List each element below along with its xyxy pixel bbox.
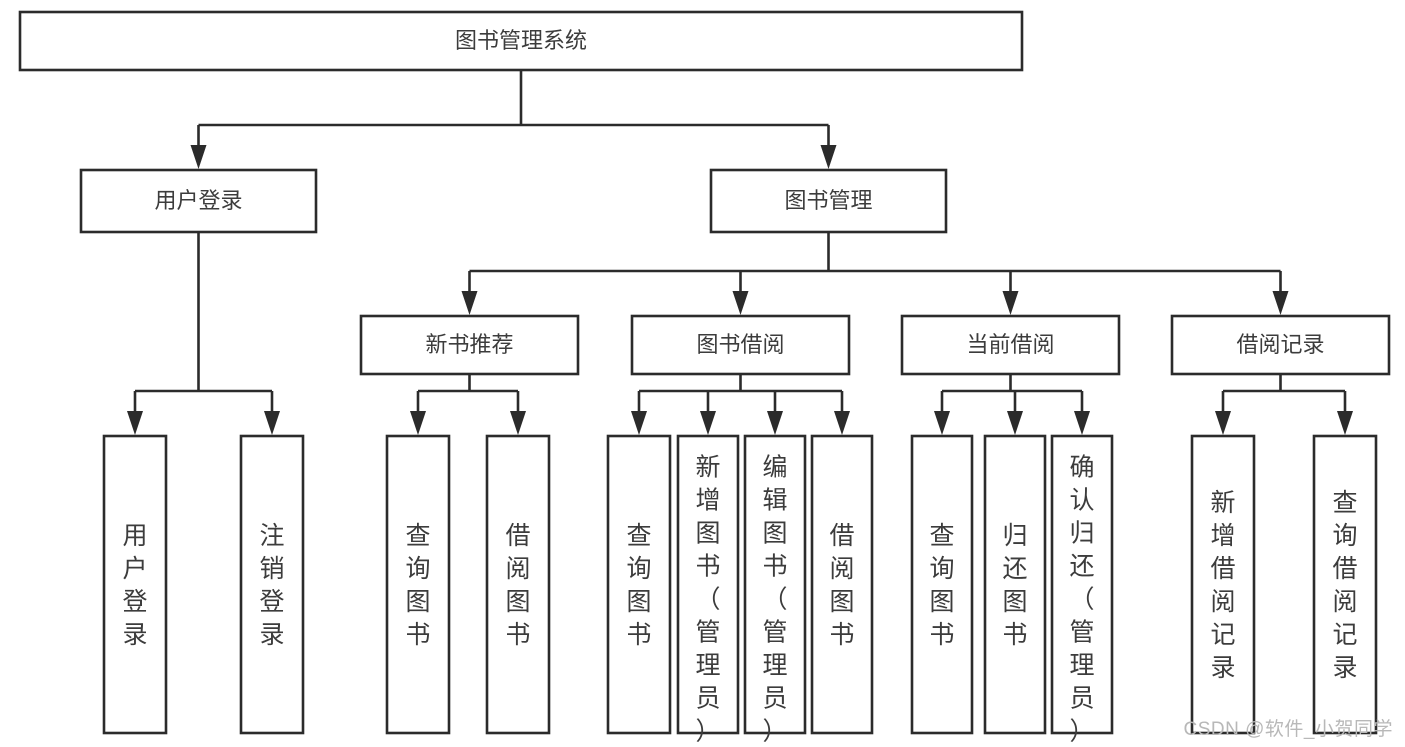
node-label-leaf-borrow-book: 借阅图书 <box>829 522 854 649</box>
node-label-leaf-return-book: 归还图书 <box>1002 522 1027 649</box>
node-box-leaf-query-book <box>606 434 672 735</box>
node-box-book-manage <box>709 168 948 234</box>
node-label-new-book-rec: 新书推荐 <box>425 332 513 357</box>
node-label-leaf-borrow-book-rec: 借阅图书 <box>505 522 530 649</box>
node-label-borrow-record: 借阅记录 <box>1236 332 1324 357</box>
node-leaf-query-book[interactable]: 查询图书 <box>606 434 672 735</box>
node-leaf-return-book[interactable]: 归还图书 <box>983 434 1047 735</box>
node-label-leaf-edit-book: 编辑图书（管理员） <box>762 454 787 746</box>
node-label-leaf-confirm-return: 确认归还（管理员） <box>1069 454 1094 746</box>
node-box-leaf-borrow-book <box>810 434 874 735</box>
node-label-leaf-query-record: 查询借阅记录 <box>1332 489 1357 682</box>
node-label-leaf-add-record: 新增借阅记录 <box>1210 489 1235 682</box>
node-label-leaf-add-book: 新增图书（管理员） <box>695 454 720 746</box>
node-root[interactable]: 图书管理系统 <box>18 10 1024 72</box>
node-label-book-manage: 图书管理 <box>784 188 872 213</box>
node-box-leaf-query-book-cur <box>910 434 974 735</box>
node-box-leaf-logout <box>239 434 305 735</box>
node-label-leaf-query-book: 查询图书 <box>626 522 651 649</box>
node-box-leaf-return-book <box>983 434 1047 735</box>
node-label-leaf-query-book-cur: 查询图书 <box>929 522 954 649</box>
node-current-borrow[interactable]: 当前借阅 <box>900 314 1121 376</box>
node-box-leaf-query-book-rec <box>385 434 451 735</box>
node-leaf-borrow-book[interactable]: 借阅图书 <box>810 434 874 735</box>
node-box-current-borrow <box>900 314 1121 376</box>
node-leaf-edit-book[interactable]: 编辑图书（管理员） <box>743 434 807 746</box>
node-box-user-login <box>79 168 318 234</box>
node-layer: 图书管理系统用户登录图书管理新书推荐图书借阅当前借阅借阅记录用户登录注销登录查询… <box>18 10 1391 746</box>
node-leaf-query-book-rec[interactable]: 查询图书 <box>385 434 451 735</box>
node-new-book-rec[interactable]: 新书推荐 <box>359 314 580 376</box>
node-label-book-borrow: 图书借阅 <box>696 332 784 357</box>
node-leaf-user-login[interactable]: 用户登录 <box>102 434 168 735</box>
node-leaf-query-record[interactable]: 查询借阅记录 <box>1312 434 1378 735</box>
node-label-leaf-user-login: 用户登录 <box>122 522 147 649</box>
node-leaf-add-book[interactable]: 新增图书（管理员） <box>676 434 740 746</box>
node-box-leaf-add-record <box>1190 434 1256 735</box>
node-leaf-borrow-book-rec[interactable]: 借阅图书 <box>485 434 551 735</box>
node-label-leaf-logout: 注销登录 <box>259 522 284 649</box>
node-label-leaf-query-book-rec: 查询图书 <box>405 522 430 649</box>
connector-layer <box>127 70 1353 435</box>
node-box-leaf-borrow-book-rec <box>485 434 551 735</box>
node-book-manage[interactable]: 图书管理 <box>709 168 948 234</box>
node-label-user-login: 用户登录 <box>154 188 242 213</box>
node-leaf-logout[interactable]: 注销登录 <box>239 434 305 735</box>
node-box-leaf-user-login <box>102 434 168 735</box>
node-box-borrow-record <box>1170 314 1391 376</box>
node-box-book-borrow <box>630 314 851 376</box>
node-book-borrow[interactable]: 图书借阅 <box>630 314 851 376</box>
node-box-leaf-confirm-return <box>1050 434 1114 735</box>
node-box-root <box>18 10 1024 72</box>
node-box-leaf-add-book <box>676 434 740 735</box>
node-leaf-query-book-cur[interactable]: 查询图书 <box>910 434 974 735</box>
node-box-new-book-rec <box>359 314 580 376</box>
node-box-leaf-edit-book <box>743 434 807 735</box>
node-leaf-add-record[interactable]: 新增借阅记录 <box>1190 434 1256 735</box>
node-user-login[interactable]: 用户登录 <box>79 168 318 234</box>
node-leaf-confirm-return[interactable]: 确认归还（管理员） <box>1050 434 1114 746</box>
node-box-leaf-query-record <box>1312 434 1378 735</box>
node-label-current-borrow: 当前借阅 <box>966 332 1054 357</box>
node-label-root: 图书管理系统 <box>455 28 587 53</box>
node-borrow-record[interactable]: 借阅记录 <box>1170 314 1391 376</box>
